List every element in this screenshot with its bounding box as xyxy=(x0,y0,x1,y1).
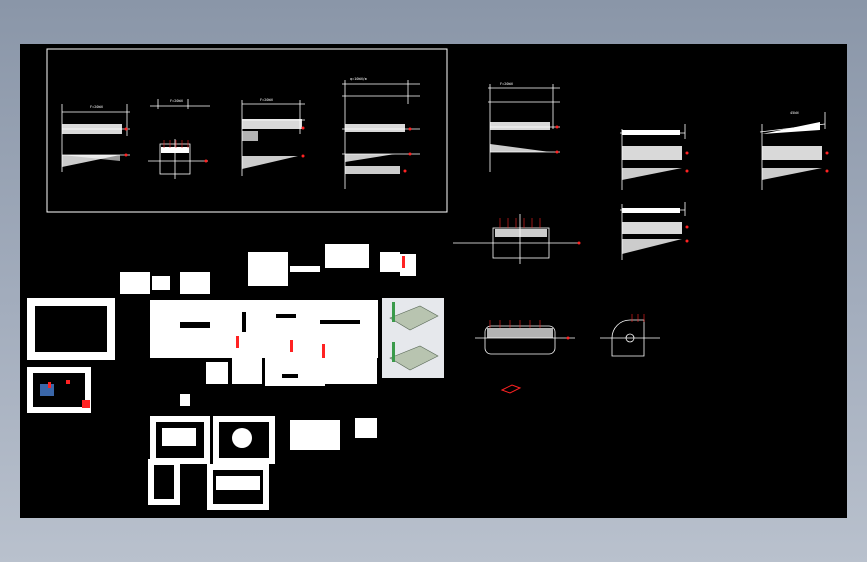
cross-section-2 xyxy=(475,325,575,355)
cad-drawing: F=20kN F=20kN F=20kN q=10kN/m F=20kN 45k… xyxy=(27,48,829,510)
cad-drawing-canvas[interactable]: F=20kN F=20kN F=20kN q=10kN/m F=20kN 45k… xyxy=(20,44,847,518)
label-d: q=10kN/m xyxy=(350,77,367,81)
label-a: F=20kN xyxy=(90,105,103,109)
label-c: F=20kN xyxy=(260,98,273,102)
beam-diagram-8 xyxy=(620,202,686,260)
label-b: F=20kN xyxy=(170,99,183,103)
label-e: F=20kN xyxy=(500,82,513,86)
text-block xyxy=(290,420,340,450)
beam-diagram-6 xyxy=(620,124,686,190)
beam-diagram-7 xyxy=(759,112,826,190)
beam-diagram-4 xyxy=(342,80,420,189)
red-marker xyxy=(500,384,522,394)
iso-preview-1 xyxy=(389,302,439,331)
iso-preview-2 xyxy=(389,342,439,371)
label-f: 45kN xyxy=(790,111,798,115)
beam-diagram-5 xyxy=(488,84,560,172)
cross-section-1 xyxy=(453,214,580,264)
upper-cluster xyxy=(120,244,416,294)
cross-section-3 xyxy=(600,319,660,357)
beam-diagram-frame xyxy=(46,48,448,213)
main-block-cluster xyxy=(150,300,378,386)
beam-diagram-3 xyxy=(241,100,305,176)
beam-diagram-1 xyxy=(61,104,130,172)
beam-diagram-2 xyxy=(148,99,210,179)
